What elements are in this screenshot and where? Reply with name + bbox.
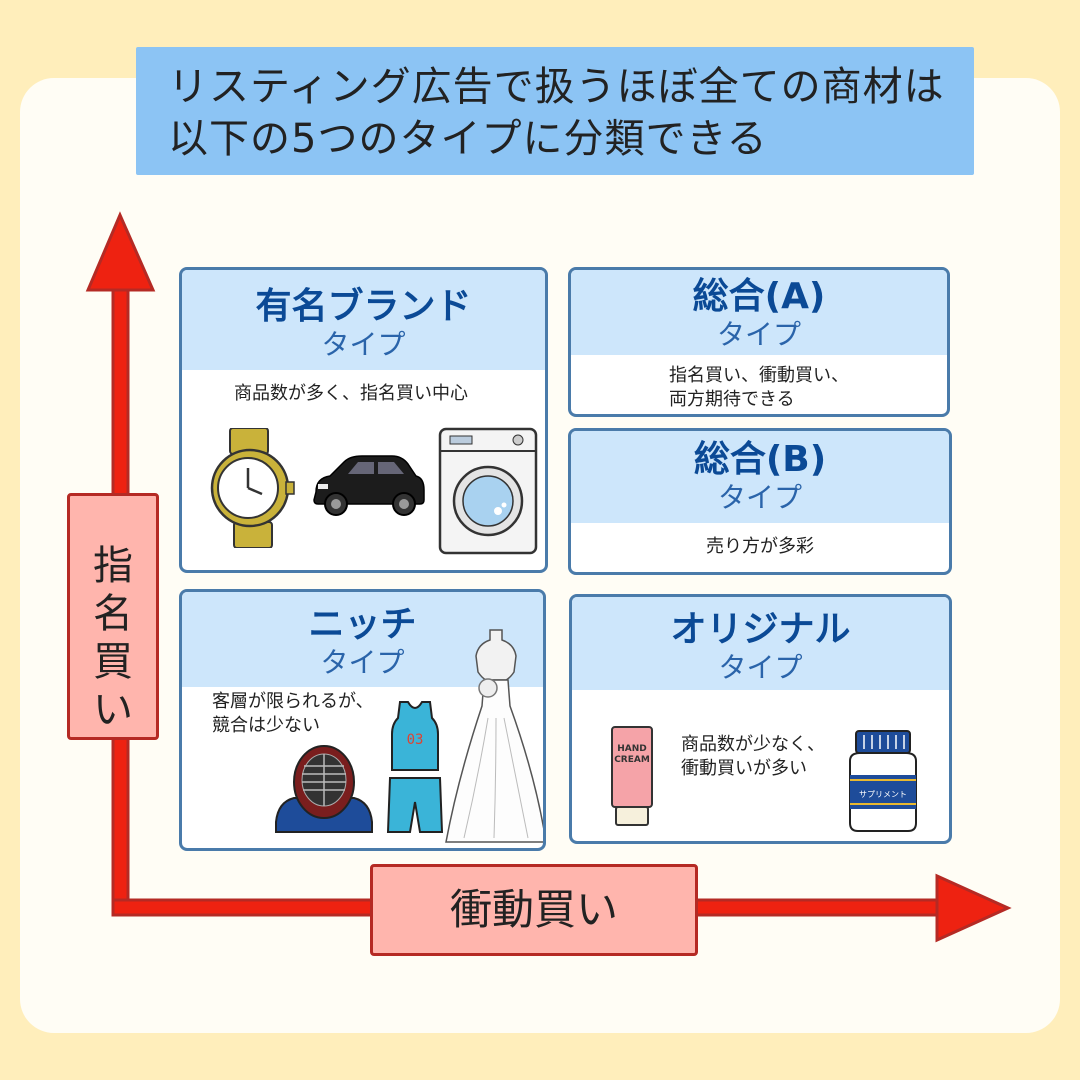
original-type-name: オリジナル bbox=[670, 609, 851, 650]
svg-text:HAND: HAND bbox=[617, 744, 647, 754]
general-b-type-suffix: タイプ bbox=[717, 481, 802, 514]
niche-type-suffix: タイプ bbox=[320, 646, 405, 679]
kendo-mask-icon bbox=[275, 745, 373, 833]
brand-description: 商品数が多く、指名買い中心 bbox=[234, 383, 468, 404]
general-a-type-suffix: タイプ bbox=[716, 318, 801, 351]
box-general-b-type: 総合(B) タイプ 売り方が多彩 bbox=[568, 428, 952, 575]
original-description: 商品数が少なく、 衝動買いが多い bbox=[681, 734, 825, 779]
jersey-number: 03 bbox=[407, 732, 424, 748]
hand-cream-icon: HAND CREAM bbox=[611, 726, 653, 826]
washing-machine-icon bbox=[438, 427, 538, 555]
watch-icon bbox=[210, 428, 295, 548]
box-original-type: オリジナル タイプ 商品数が少なく、 衝動買いが多い HAND CREAM サプ… bbox=[569, 594, 952, 844]
x-axis-label: 衝動買い bbox=[370, 864, 698, 956]
title-line-1: リスティング広告で扱うほぼ全ての商材は bbox=[168, 64, 945, 110]
wedding-dress-icon bbox=[445, 629, 543, 843]
y-axis-label: 指 名 買 い bbox=[67, 493, 159, 740]
svg-text:サプリメント: サプリメント bbox=[859, 790, 907, 799]
original-type-suffix: タイプ bbox=[718, 651, 803, 684]
basketball-uniform-icon: 03 bbox=[386, 701, 444, 833]
supplement-bottle-icon: サプリメント bbox=[849, 730, 917, 832]
box-general-a-type: 総合(A) タイプ 指名買い、衝動買い、 両方期待できる bbox=[568, 267, 950, 417]
y-axis-arrowhead bbox=[85, 211, 156, 292]
general-b-type-name: 総合(B) bbox=[693, 439, 827, 480]
box-general-a-header: 総合(A) タイプ bbox=[571, 270, 947, 355]
brand-type-name: 有名ブランド bbox=[255, 286, 472, 327]
svg-text:CREAM: CREAM bbox=[614, 755, 650, 765]
page-title: リスティング広告で扱うほぼ全ての商材は 以下の5つのタイプに分類できる bbox=[136, 47, 974, 175]
title-line-2: 以下の5つのタイプに分類できる bbox=[168, 116, 768, 162]
general-a-description: 指名買い、衝動買い、 両方期待できる bbox=[669, 365, 849, 410]
car-icon bbox=[313, 455, 425, 516]
brand-type-suffix: タイプ bbox=[321, 328, 406, 361]
box-niche-type: ニッチ タイプ 客層が限られるが、 競合は少ない 03 bbox=[179, 589, 546, 851]
general-a-type-name: 総合(A) bbox=[692, 276, 826, 317]
x-axis-arrowhead bbox=[935, 873, 1012, 943]
box-brand-type: 有名ブランド タイプ 商品数が多く、指名買い中心 bbox=[179, 267, 548, 573]
general-b-description: 売り方が多彩 bbox=[706, 536, 814, 557]
box-general-b-header: 総合(B) タイプ bbox=[571, 431, 949, 523]
niche-type-name: ニッチ bbox=[308, 604, 417, 645]
box-brand-header: 有名ブランド タイプ bbox=[182, 270, 545, 370]
niche-description: 客層が限られるが、 競合は少ない bbox=[212, 691, 374, 736]
box-original-header: オリジナル タイプ bbox=[572, 597, 949, 690]
